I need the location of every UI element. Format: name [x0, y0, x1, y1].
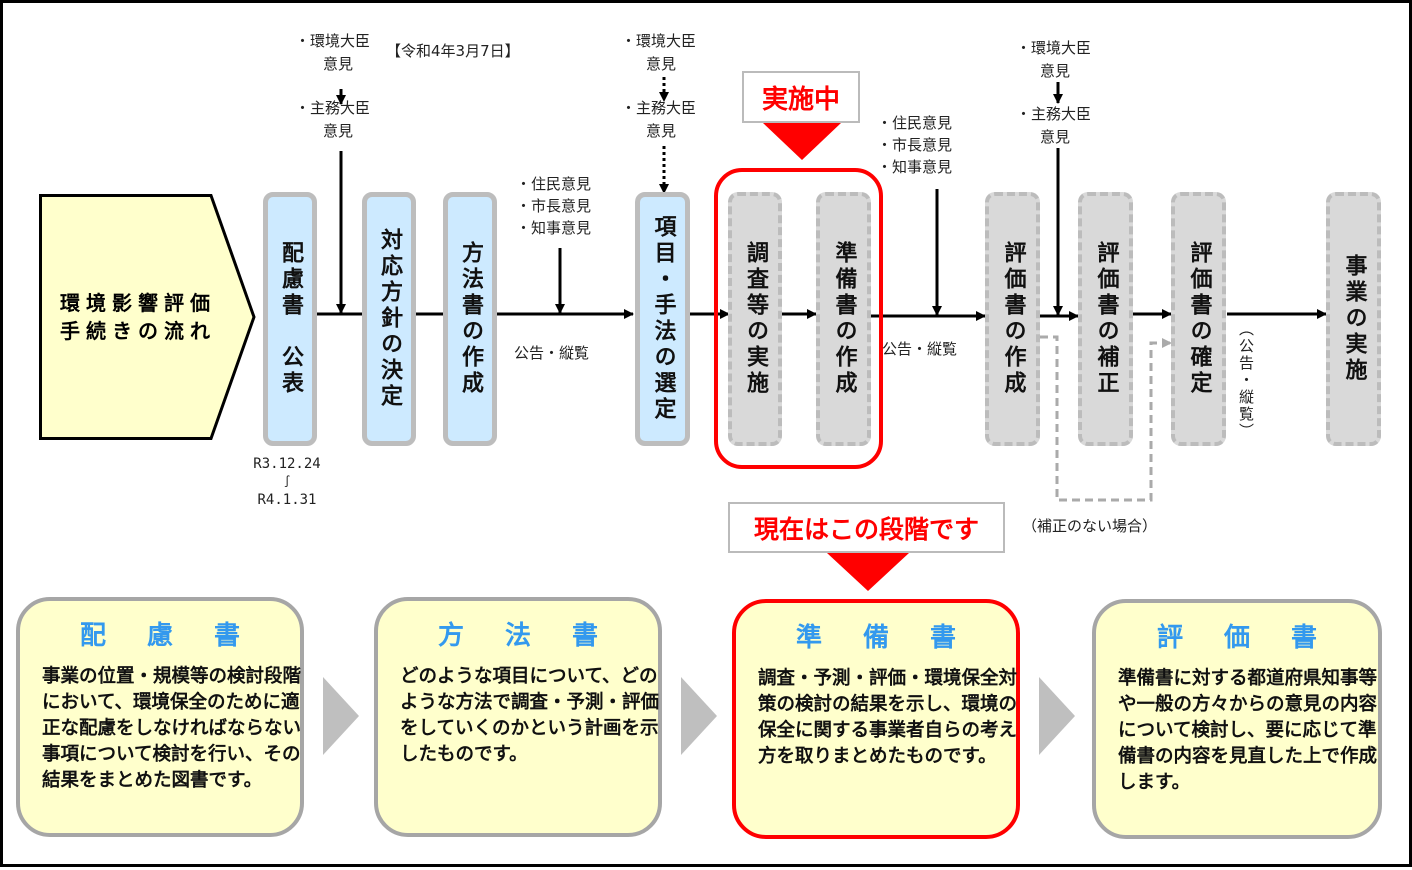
notice-koukoku-juran: 公告・縦覧: [882, 340, 958, 358]
opinion-main-minister: ・主務大臣: [1016, 105, 1092, 123]
chevron-right-icon: [681, 677, 717, 755]
step-label: 評価書の確定: [1186, 241, 1212, 397]
in-progress-callout: 実施中: [742, 71, 860, 123]
card-title: 評 価 書: [1156, 623, 1334, 653]
step-hairyo-kohyo: 配慮書 公表: [263, 192, 317, 446]
current-stage-callout: 現在はこの段階です: [728, 502, 1005, 553]
flow-connectors: [316, 77, 1327, 591]
notice-koukoku-juran: 公告・縦覧: [514, 344, 590, 362]
step-hyoka-kakutei: 評価書の確定: [1171, 192, 1226, 446]
step-koumoku-sentei: 項目・手法の選定: [635, 192, 690, 446]
step-label: 調査等の実施: [743, 241, 768, 397]
card-title: 方 法 書: [437, 621, 615, 651]
opinion-governor: ・知事意見: [516, 219, 592, 237]
step-label: 対応方針の決定: [377, 228, 402, 410]
step-taio-hoshin: 対応方針の決定: [362, 192, 416, 446]
card-hairyosho: 配 慮 書 事業の位置・規模等の検討段階において、環境保全のために適正な配慮をし…: [16, 597, 304, 837]
opinion-main-minister: ・主務大臣: [621, 99, 697, 117]
opinion-public: ・住民意見 ・市長意見 ・知事意見: [516, 173, 591, 239]
opinion-label: 意見: [646, 122, 677, 140]
step-junbi-sakusei: 準備書の作成: [816, 192, 871, 446]
opinion-label: 意見: [1040, 62, 1071, 80]
current-stage-pointer: [827, 553, 909, 591]
card-junbisho: 準 備 書 調査・予測・評価・環境保全対策の検討の結果を示し、環境の保全に関する…: [732, 599, 1020, 839]
step-chosa-jisshi: 調査等の実施: [728, 192, 782, 446]
step-label: 評価書の補正: [1093, 241, 1119, 397]
chevron-right-icon: [1039, 677, 1075, 755]
card-title: 準 備 書: [795, 623, 973, 653]
diagram-title: 環境影響評価 手続きの流れ: [53, 289, 223, 345]
chevron-right-icon: [323, 677, 359, 755]
in-progress-pointer: [763, 123, 841, 160]
opinion-env-minister: ・環境大臣: [621, 32, 697, 50]
title-pentagon: [39, 194, 256, 440]
opinion-mayor: ・市長意見: [877, 136, 953, 154]
card-body: 事業の位置・規模等の検討段階において、環境保全のために適正な配慮をしなければなら…: [42, 666, 302, 791]
opinion-label: 意見: [1040, 128, 1071, 146]
step-label: 評価書の作成: [1000, 241, 1026, 397]
opinion-residents: ・住民意見: [877, 114, 953, 132]
opinion-label: 意見: [646, 55, 677, 73]
card-hyokasho: 評 価 書 準備書に対する都道府県知事等や一般の方々からの意見の内容について検討…: [1092, 599, 1382, 839]
period-separator: ∫: [283, 475, 291, 488]
step-hoho-sakusei: 方法書の作成: [443, 192, 497, 446]
opinion-date: 【令和4年3月7日】: [386, 42, 520, 60]
hairyo-period: R3.12.24 ∫ R4.1.31: [239, 454, 335, 510]
opinion-main-minister: ・主務大臣: [295, 99, 371, 117]
notice-no-correction: （補正のない場合）: [1022, 517, 1158, 535]
step-label: 準備書の作成: [831, 241, 857, 397]
step-label: 事業の実施: [1341, 254, 1367, 384]
card-body: どのような項目について、どのような方法で調査・予測・評価をしていくのかという計画…: [400, 666, 660, 765]
opinion-governor: ・知事意見: [877, 158, 953, 176]
in-progress-frame: [714, 168, 883, 469]
period-start: R3.12.24: [253, 456, 321, 472]
notice-label: （公告・縦覧）: [1237, 321, 1255, 440]
opinion-residents: ・住民意見: [516, 175, 592, 193]
opinion-mayor: ・市長意見: [516, 197, 592, 215]
opinion-label: 意見: [323, 122, 354, 140]
period-end: R4.1.31: [257, 492, 317, 508]
diagram-title-line: 手続きの流れ: [60, 319, 216, 343]
step-label: 方法書の作成: [458, 241, 483, 397]
opinion-env-minister: ・環境大臣: [295, 32, 371, 50]
diagram-title-line: 環境影響評価: [60, 291, 216, 315]
step-label: 項目・手法の選定: [650, 215, 676, 423]
opinion-label: 意見: [323, 55, 354, 73]
card-hohosho: 方 法 書 どのような項目について、どのような方法で調査・予測・評価をしていくの…: [374, 597, 662, 837]
step-hyoka-hosei: 評価書の補正: [1078, 192, 1133, 446]
opinion-env-minister: ・環境大臣: [1016, 39, 1092, 57]
step-hyoka-sakusei: 評価書の作成: [985, 192, 1040, 446]
notice-koukoku-juran-vertical: （公告・縦覧）: [1236, 321, 1320, 444]
card-body: 調査・予測・評価・環境保全対策の検討の結果を示し、環境の保全に関する事業者自らの…: [758, 668, 1018, 767]
step-label: 配慮書 公表: [278, 241, 303, 397]
card-body: 準備書に対する都道府県知事等や一般の方々からの意見の内容について検討し、要に応じ…: [1118, 668, 1378, 793]
bypass-path: [1040, 335, 1172, 502]
card-title: 配 慮 書: [79, 621, 257, 651]
opinion-public: ・住民意見 ・市長意見 ・知事意見: [877, 112, 952, 178]
step-jigyo-jisshi: 事業の実施: [1326, 192, 1381, 446]
